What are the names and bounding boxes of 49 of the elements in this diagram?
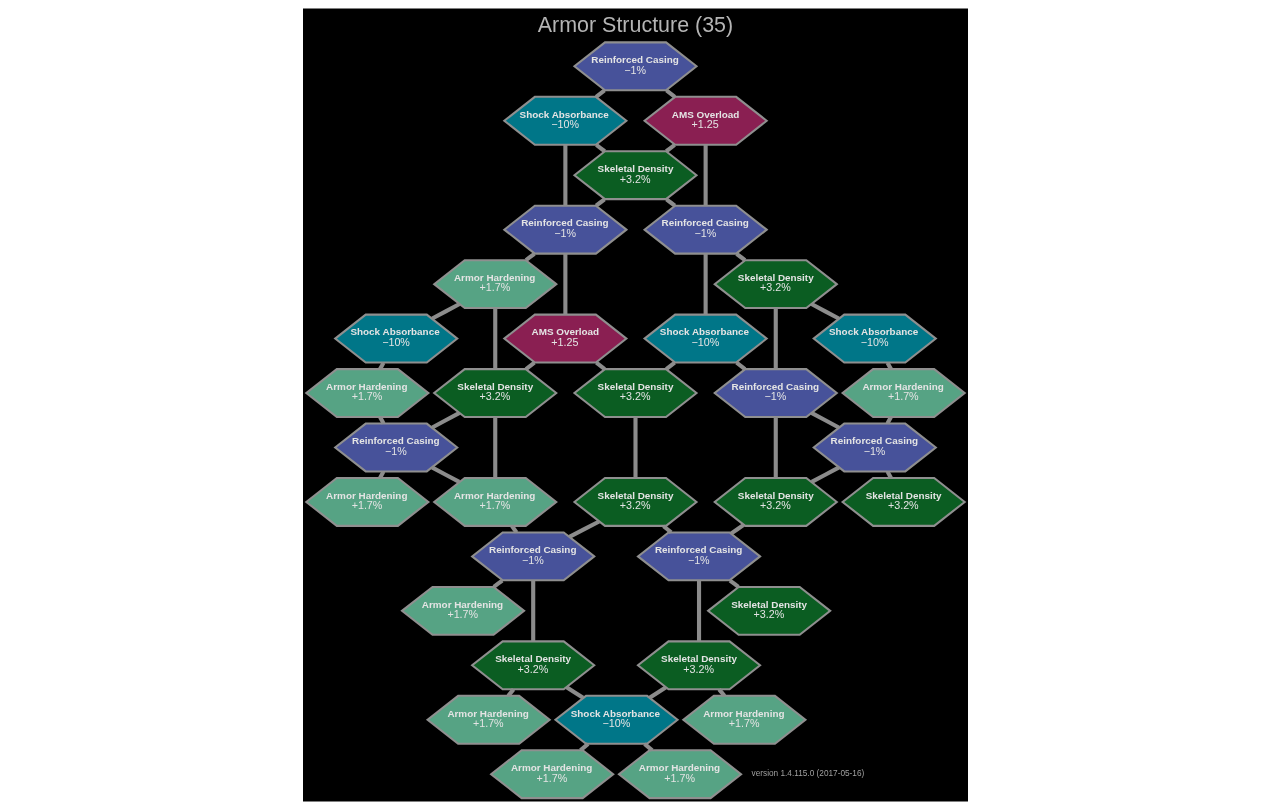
connector: [632, 417, 638, 478]
connector: [594, 88, 606, 99]
connector: [773, 417, 778, 478]
connector: [729, 523, 745, 536]
connector: [492, 417, 497, 478]
connector: [810, 411, 840, 430]
connector: [703, 253, 708, 315]
connector: [664, 361, 676, 371]
connector: [562, 253, 567, 315]
connector: [568, 519, 600, 539]
connector: [717, 688, 726, 698]
connector: [524, 252, 536, 262]
connector: [578, 742, 589, 752]
connector: [430, 411, 460, 430]
connector: [492, 578, 503, 589]
connector: [377, 470, 385, 479]
connector: [734, 252, 746, 262]
label: version 1.4.115.0 (2017-05-16): [751, 769, 864, 779]
diagram-title: Armor Structure (35): [537, 13, 733, 38]
connector: [524, 361, 536, 371]
connector: [810, 302, 840, 321]
connector: [594, 143, 606, 153]
connector: [642, 742, 653, 752]
connector: [810, 465, 840, 484]
connector: [377, 416, 385, 425]
connector: [703, 144, 708, 206]
connector: [664, 143, 676, 153]
connector: [664, 88, 676, 99]
connector: [594, 197, 606, 208]
connector: [562, 144, 567, 206]
connector: [696, 580, 701, 642]
connector: [430, 302, 460, 321]
connector: [885, 361, 893, 371]
connector: [565, 685, 584, 700]
connector: [728, 578, 740, 589]
connector: [773, 308, 778, 369]
connector: [734, 361, 746, 371]
connector: [509, 524, 518, 534]
connector: [377, 361, 385, 371]
connector: [885, 470, 893, 479]
connector: [664, 197, 676, 208]
connector: [594, 361, 606, 371]
connector: [885, 416, 893, 425]
connector: [430, 465, 460, 484]
connector: [661, 524, 672, 534]
connector: [530, 580, 535, 642]
connector: [506, 688, 515, 698]
connector: [648, 685, 667, 700]
connector: [492, 308, 497, 369]
